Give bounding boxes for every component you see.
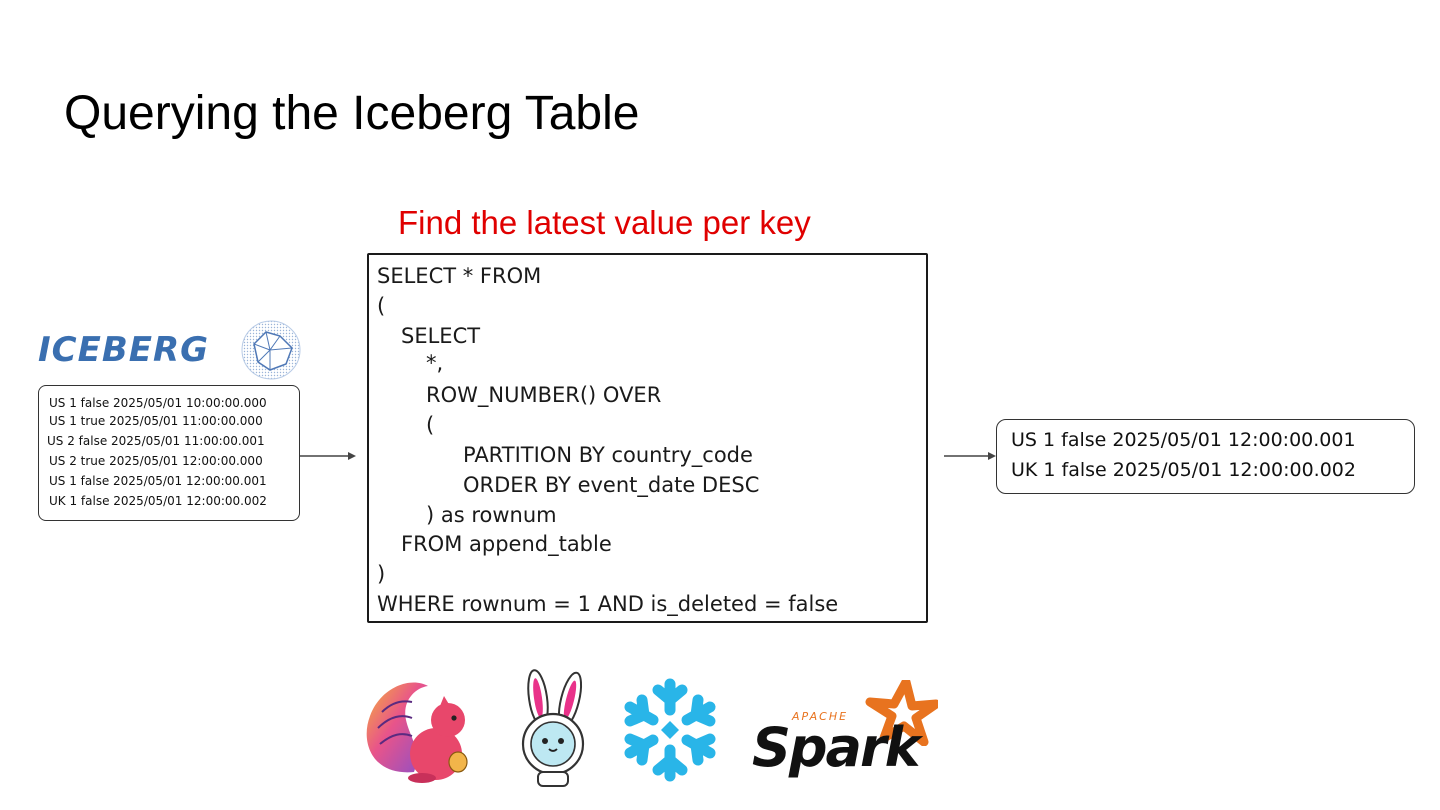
sql-line: WHERE rownum = 1 AND is_deleted = false [377,592,839,616]
sql-line: ROW_NUMBER() OVER [426,383,662,407]
spark-apache-label: APACHE [792,710,849,723]
table-row: US 1 true 2025/05/01 11:00:00.000 [49,414,263,428]
sql-line: ) [377,562,386,586]
input-table: US 1 false 2025/05/01 10:00:00.000 US 1 … [38,385,300,521]
table-row: US 1 false 2025/05/01 10:00:00.000 [49,396,267,410]
table-row: UK 1 false 2025/05/01 12:00:00.002 [1011,459,1356,481]
sql-line: FROM append_table [401,532,612,556]
slide-title: Querying the Iceberg Table [64,87,640,140]
spark-logo: APACHE Spark [752,680,938,784]
result-table: US 1 false 2025/05/01 12:00:00.001 UK 1 … [996,419,1415,494]
iceberg-globe-icon [241,320,301,380]
arrow-to-result-icon [944,452,996,460]
sql-line: SELECT [401,324,481,348]
spark-star-icon [865,680,938,746]
bunny-astronaut-icon [521,669,585,787]
sql-line: ORDER BY event_date DESC [463,473,760,497]
slide-subtitle: Find the latest value per key [398,204,811,241]
sql-line: ) as rownum [426,503,557,527]
table-row: US 2 true 2025/05/01 12:00:00.000 [49,454,263,468]
sql-line: *, [426,351,444,375]
table-row: UK 1 false 2025/05/01 12:00:00.002 [49,494,267,508]
arrow-to-query-icon [300,452,356,460]
table-row: US 2 false 2025/05/01 11:00:00.001 [47,434,265,448]
sql-line: PARTITION BY country_code [463,443,753,467]
snowflake-icon [624,678,716,782]
sql-line: SELECT * FROM [377,264,542,288]
spark-label: Spark [752,716,921,779]
sql-query-box: SELECT * FROM ( SELECT *, ROW_NUMBER() O… [367,253,928,623]
flink-squirrel-icon [366,682,468,783]
iceberg-logo: ICEBERG [38,330,210,370]
sql-line: ( [426,413,435,437]
sql-line: ( [377,294,386,318]
table-row: US 1 false 2025/05/01 12:00:00.001 [49,474,267,488]
table-row: US 1 false 2025/05/01 12:00:00.001 [1011,429,1356,451]
